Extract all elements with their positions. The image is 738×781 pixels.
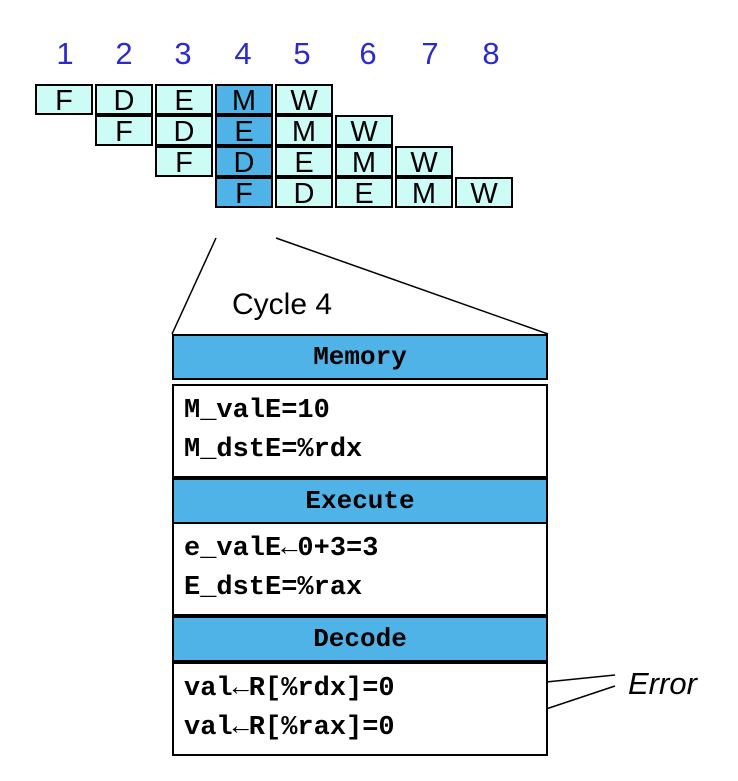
memory-stage-header: Memory	[172, 334, 548, 380]
stage-execute: E	[335, 177, 393, 210]
cycle-number-3: 3	[174, 36, 192, 71]
register-value-line: e_valE←0+3=3	[184, 534, 379, 564]
register-value-line: val←R[%rdx]=0	[184, 674, 395, 704]
register-value-line: M_valE=10	[184, 396, 330, 426]
cycle-number-7: 7	[421, 36, 439, 71]
cycle-number-8: 8	[482, 36, 500, 71]
cycle-number-1: 1	[56, 36, 74, 71]
stage-memory: M	[215, 84, 273, 117]
decode-stage-header: Decode	[172, 616, 548, 662]
stage-execute: E	[215, 115, 273, 148]
execute-stage-values: e_valE←0+3=3 E_dstE=%rax	[172, 522, 548, 616]
cycle-number-5: 5	[293, 36, 311, 71]
stage-fetch: F	[215, 177, 273, 210]
stage-fetch: F	[155, 146, 213, 179]
stage-writeback: W	[275, 84, 333, 117]
decode-stage-values: val←R[%rdx]=0 val←R[%rax]=0	[172, 662, 548, 756]
register-value-line: val←R[%rax]=0	[184, 713, 395, 743]
zoom-line-left	[171, 237, 217, 335]
register-value-line: M_dstE=%rdx	[184, 435, 363, 465]
cycle-number-6: 6	[359, 36, 377, 71]
stage-memory: M	[275, 115, 333, 148]
register-value-line: E_dstE=%rax	[184, 573, 363, 603]
error-label: Error	[628, 666, 697, 701]
stage-memory: M	[395, 177, 453, 210]
cycle-number-2: 2	[115, 36, 133, 71]
detail-title: Cycle 4	[232, 288, 333, 321]
stage-decode: D	[215, 146, 273, 179]
zoom-line-right	[275, 237, 549, 335]
stage-execute: E	[275, 146, 333, 179]
stage-memory: M	[335, 146, 393, 179]
stage-fetch: F	[95, 115, 153, 148]
stage-decode: D	[95, 84, 153, 117]
stage-writeback: W	[335, 115, 393, 148]
stage-decode: D	[275, 177, 333, 210]
cycle-number-4: 4	[234, 36, 252, 71]
stage-decode: D	[155, 115, 213, 148]
stage-writeback: W	[455, 177, 513, 210]
stage-execute: E	[155, 84, 213, 117]
memory-stage-values: M_valE=10 M_dstE=%rdx	[172, 384, 548, 478]
stage-writeback: W	[395, 146, 453, 179]
execute-stage-header: Execute	[172, 478, 548, 524]
stage-fetch: F	[35, 84, 93, 117]
